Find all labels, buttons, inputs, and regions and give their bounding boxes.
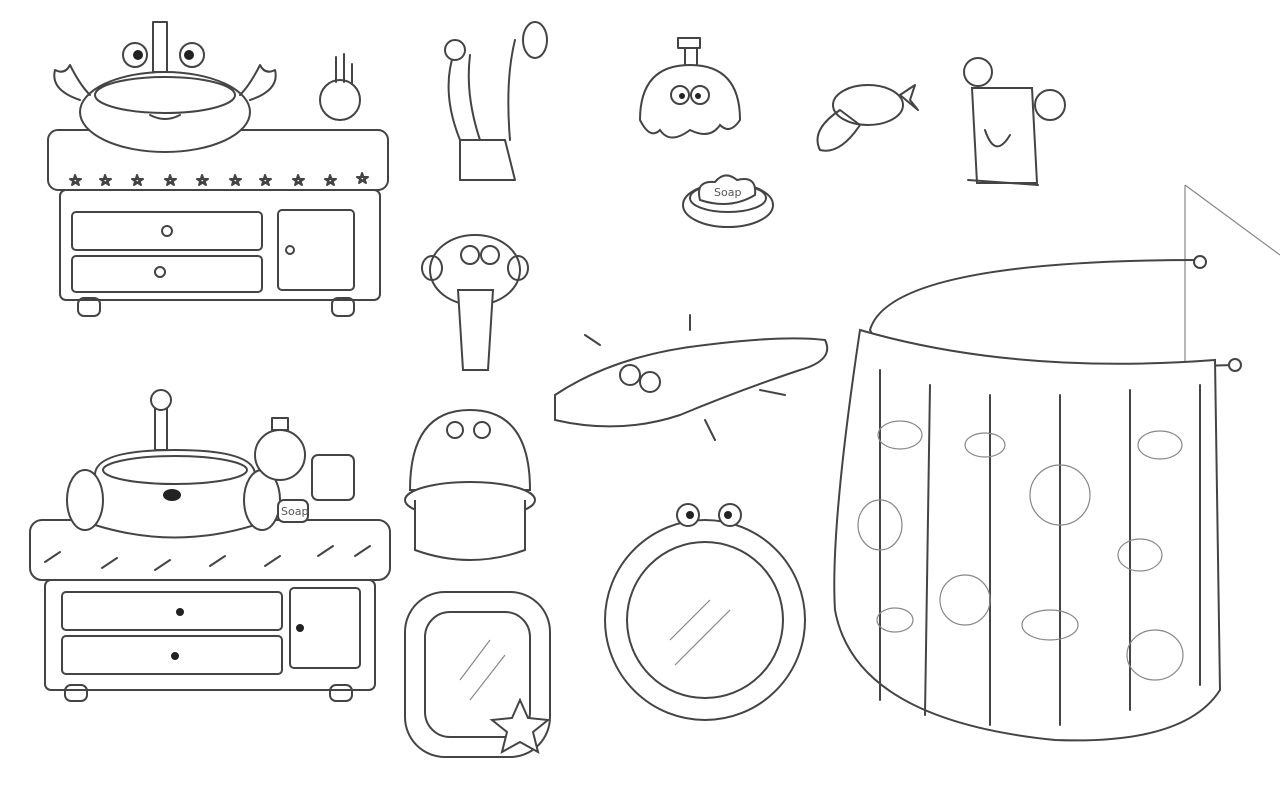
shower-curtain [833,184,1280,742]
snake-towel-holder [444,21,548,181]
soap-dish-label: Soap [714,186,741,199]
soap-dish: Soap [682,174,774,228]
round-crab-mirror [604,503,806,721]
svg-text:Soap: Soap [281,505,308,518]
soap-dispenser [638,37,742,139]
starfish-mirror [404,591,551,758]
fish-holder [816,84,919,152]
dino-hamper [404,408,536,561]
monster-towel-holder [421,234,529,371]
dog-sink-vanity: Soap [29,389,391,702]
towel-ring-holder [963,57,1066,186]
crab-sink-vanity [47,21,389,317]
crocodile-bath-mat [554,314,829,441]
